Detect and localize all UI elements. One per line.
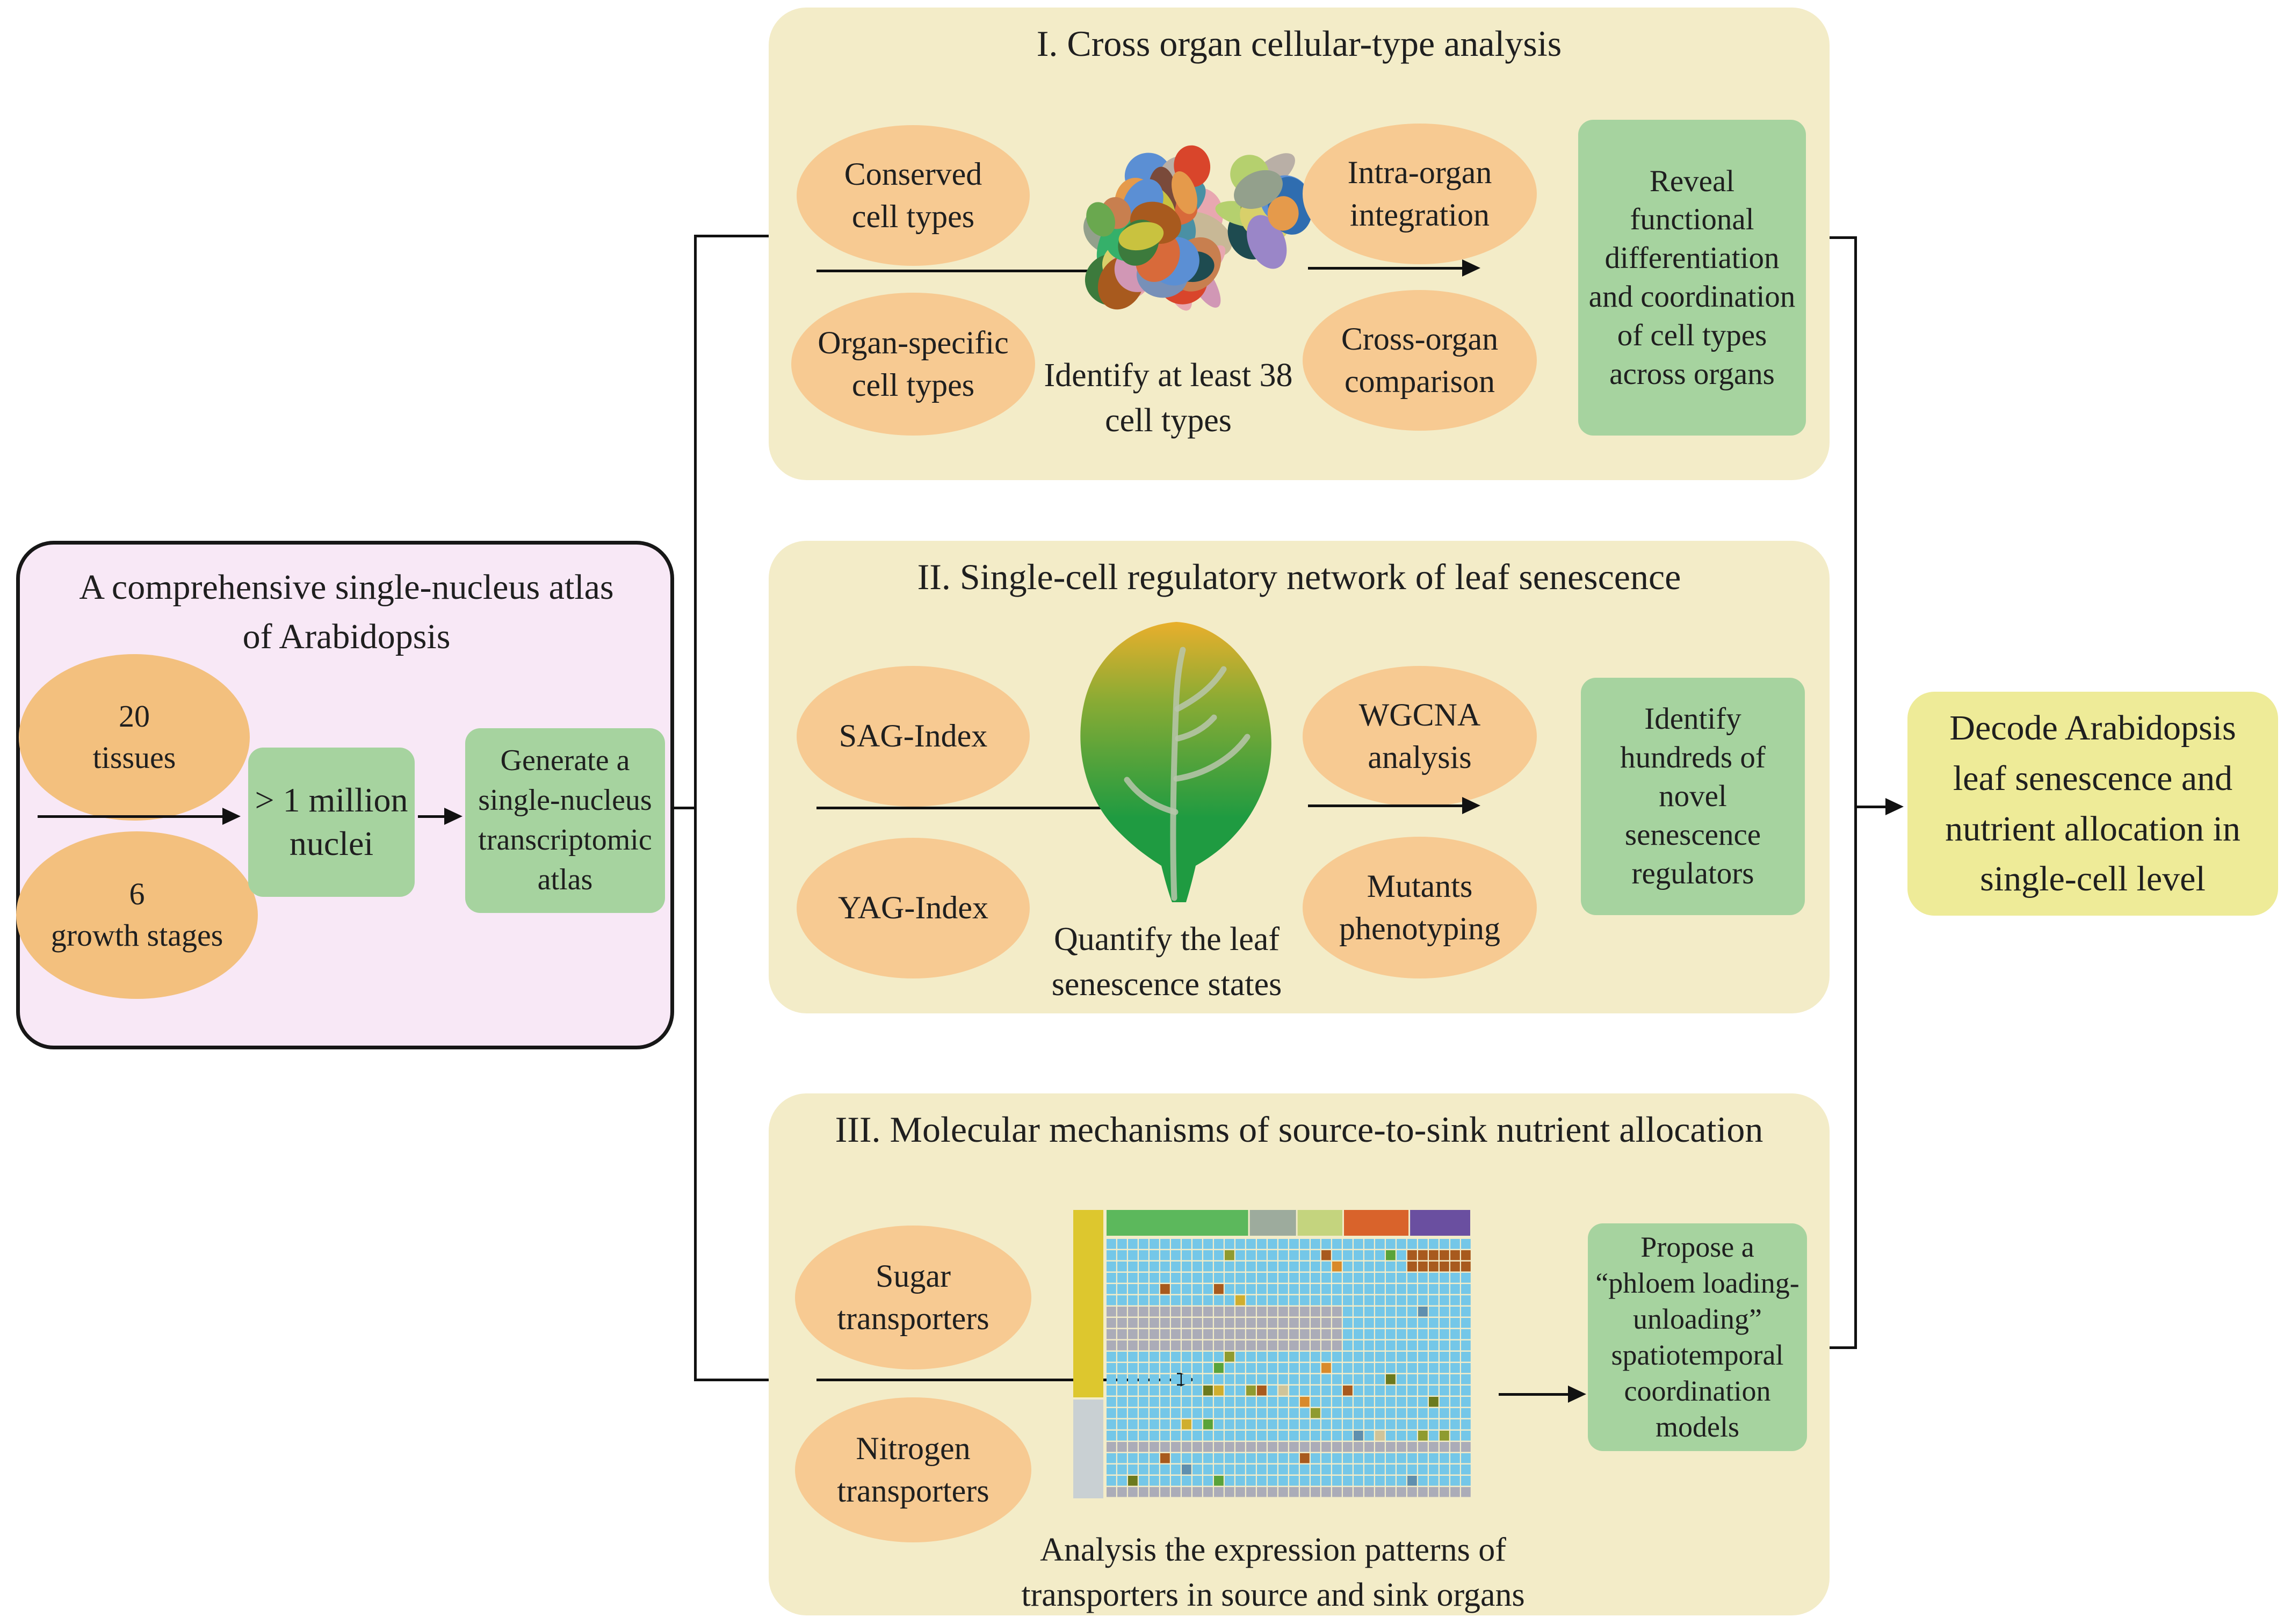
sugar-transporters-ellipse: Sugar transporters <box>795 1226 1031 1369</box>
panel-2-title: II. Single-cell regulatory network of le… <box>917 556 1681 597</box>
panel-3-result-box: Propose a “phloem loading- unloading” sp… <box>1588 1223 1807 1451</box>
growth-stages-ellipse: 6 growth stages <box>16 831 258 999</box>
yag-index-ellipse: YAG-Index <box>797 838 1030 978</box>
panel-3-output-arrow <box>1499 1386 1586 1403</box>
nuclei-box: > 1 million nuclei <box>248 748 415 897</box>
cell-cluster-illustration <box>1083 145 1313 311</box>
organ-specific-cell-types-ellipse: Organ-specific cell types <box>791 293 1035 436</box>
intra-organ-integration-ellipse: Intra-organ integration <box>1303 124 1537 264</box>
conserved-cell-types-ellipse: Conserved cell types <box>797 125 1030 266</box>
panel-2-result-box: Identify hundreds of novel senescence re… <box>1581 678 1805 915</box>
panel-1-caption: Identify at least 38 cell types <box>1044 357 1293 439</box>
left-bracket-stub-top <box>694 235 771 237</box>
final-conclusion-box: Decode Arabidopsis leaf senescence and n… <box>1907 692 2278 916</box>
leaf-illustration <box>1080 622 1271 902</box>
right-bracket-vertical <box>1854 236 1857 1349</box>
nitrogen-transporters-ellipse: Nitrogen transporters <box>795 1397 1031 1542</box>
right-bracket-stub-bottom <box>1830 1346 1857 1349</box>
generate-atlas-box: Generate a single-nucleus transcriptomic… <box>465 728 665 913</box>
panel-3-title: III. Molecular mechanisms of source-to-s… <box>835 1109 1763 1150</box>
heatmap-illustration <box>1073 1210 1471 1498</box>
atlas-arrow-2 <box>418 808 462 825</box>
left-bracket-stub-bottom <box>694 1379 771 1381</box>
panel-3-caption: Analysis the expression patterns of tran… <box>1021 1532 1525 1613</box>
panel-1-result-box: Reveal functional differentiation and co… <box>1578 120 1806 436</box>
sag-index-ellipse: SAG-Index <box>797 666 1030 807</box>
panel-2-output-arrow <box>1308 797 1480 814</box>
tissues-ellipse: 20 tissues <box>19 654 250 821</box>
left-bracket-stub-mid <box>671 807 697 809</box>
atlas-panel-title: A comprehensive single-nucleus atlas of … <box>79 568 614 657</box>
panel-2-caption: Quantify the leaf senescence states <box>1051 921 1282 1003</box>
final-arrow <box>1856 798 1904 815</box>
mutants-phenotyping-ellipse: Mutants phenotyping <box>1303 837 1537 978</box>
atlas-arrow-1 <box>38 808 241 825</box>
wgcna-analysis-ellipse: WGCNA analysis <box>1303 666 1537 807</box>
panel-1-output-arrow <box>1308 259 1480 277</box>
right-bracket-stub-top <box>1830 236 1857 239</box>
cross-organ-comparison-ellipse: Cross-organ comparison <box>1303 290 1537 431</box>
panel-1-title: I. Cross organ cellular-type analysis <box>1036 23 1562 64</box>
